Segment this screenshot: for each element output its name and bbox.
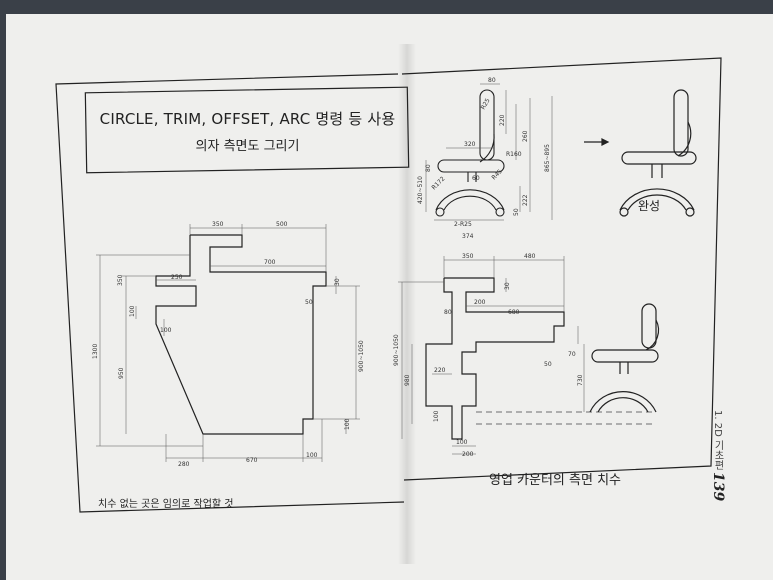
dim-left-v350: 350 <box>117 274 124 286</box>
dim-left-100c: 100 <box>344 418 351 430</box>
left-dimension-lines <box>96 224 360 462</box>
page-number: 139 <box>710 472 726 502</box>
dim-right-200: 200 <box>474 299 486 306</box>
dim-left-100a: 100 <box>129 305 136 317</box>
dim-chair-320: 320 <box>464 141 476 148</box>
dim-left-250: 250 <box>171 274 183 281</box>
running-head: 1. 2D 기초편 <box>712 410 723 470</box>
dim-left-350: 350 <box>212 221 224 228</box>
dim-right-480: 480 <box>524 253 536 260</box>
dim-right-70: 70 <box>568 351 576 358</box>
dim-chair-R160: R160 <box>506 151 522 158</box>
dim-chair-60: 60 <box>472 175 480 182</box>
chair-dimension-lines <box>425 83 553 221</box>
dim-right-220: 220 <box>434 367 446 374</box>
dim-left-670: 670 <box>246 457 258 464</box>
title-box-border <box>84 86 410 174</box>
dim-left-100-bottom: 100 <box>306 452 318 459</box>
dim-left-100b: 100 <box>160 327 172 334</box>
completed-chair-drawing <box>619 89 697 217</box>
dim-right-350: 350 <box>462 253 474 260</box>
right-dimension-lines <box>398 256 585 455</box>
dim-right-50: 50 <box>544 361 552 368</box>
dim-left-30: 30 <box>334 278 341 286</box>
dim-right-80: 80 <box>444 309 452 316</box>
drawing-canvas: 350 500 700 250 30 50 350 1300 950 100 1… <box>55 57 722 513</box>
title-line-2: 의자 측면도 그리기 <box>195 139 300 154</box>
dim-right-200b: 200 <box>462 451 474 458</box>
note-text: 치수 없는 곳은 임의로 작업할 것 <box>98 499 234 510</box>
dim-right-680: 680 <box>508 309 520 316</box>
dim-chair-R25: R25 <box>480 97 492 111</box>
dim-right-100a: 100 <box>433 410 440 422</box>
dim-chair-80b: 80 <box>425 164 432 172</box>
dim-chair-222: 222 <box>522 194 529 206</box>
dim-chair-2R25: 2-R25 <box>454 221 472 228</box>
dim-chair-260: 260 <box>522 130 529 142</box>
title-line-1: CIRCLE, TRIM, OFFSET, ARC 명령 등 사용 <box>99 110 396 128</box>
complete-label: 완성 <box>638 199 661 213</box>
book-page: 350 500 700 250 30 50 350 1300 950 100 1… <box>6 14 773 580</box>
dim-left-500: 500 <box>276 221 288 228</box>
right-arrow-icon <box>584 138 610 146</box>
dim-left-50: 50 <box>305 299 313 306</box>
dim-left-900-1050: 900~1050 <box>358 340 365 372</box>
dim-chair-420-510: 420~510 <box>417 176 424 204</box>
chair-construction-drawing <box>435 89 505 217</box>
dim-left-1300: 1300 <box>92 344 99 359</box>
title-box: CIRCLE, TRIM, OFFSET, ARC 명령 등 사용 의자 측면도… <box>90 94 405 168</box>
right-dimension-texts: 350 480 200 680 80 30 70 50 220 900~1050… <box>393 253 584 458</box>
dim-chair-220: 220 <box>499 114 506 126</box>
dim-right-730: 730 <box>577 374 584 386</box>
dim-chair-865-895: 865~895 <box>544 144 551 172</box>
dim-right-980: 980 <box>404 374 411 386</box>
dim-chair-374: 374 <box>462 233 474 240</box>
left-page-frame <box>55 73 405 513</box>
dim-chair-R172: R172 <box>430 175 446 191</box>
dim-chair-50: 50 <box>513 208 520 216</box>
dim-chair-80: 80 <box>488 77 496 84</box>
dim-left-280: 280 <box>178 461 190 468</box>
left-counter-drawing <box>155 234 327 435</box>
page-gutter <box>398 44 416 564</box>
left-dimension-texts: 350 500 700 250 30 50 350 1300 950 100 1… <box>92 221 365 468</box>
right-chair-drawing <box>589 303 660 413</box>
dim-right-100b: 100 <box>456 439 468 446</box>
dim-right-900-1050: 900~1050 <box>393 334 400 366</box>
right-page-frame <box>401 57 722 481</box>
right-caption: 영업 카운터의 측면 치수 <box>489 473 621 488</box>
dim-left-700: 700 <box>264 259 276 266</box>
right-counter-drawing <box>425 277 565 440</box>
dim-right-30: 30 <box>504 282 511 290</box>
dim-left-950: 950 <box>118 367 125 379</box>
right-dashed-lines <box>476 411 656 425</box>
